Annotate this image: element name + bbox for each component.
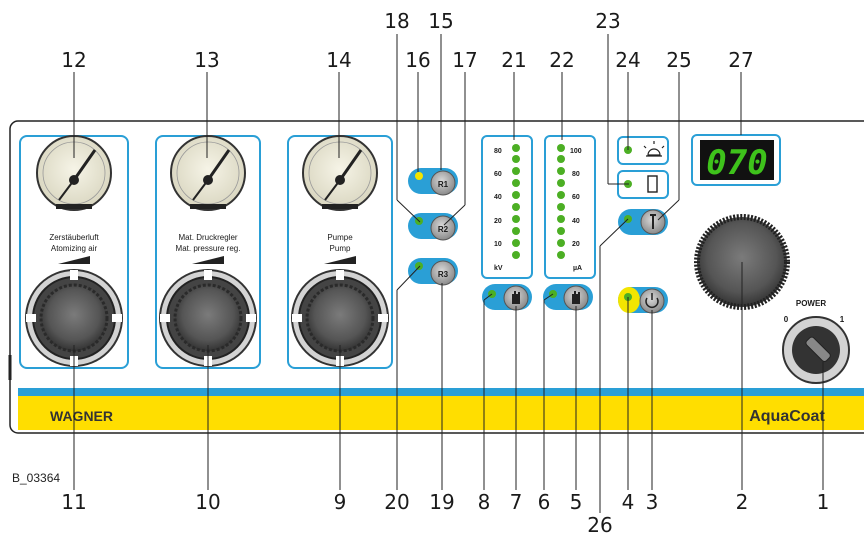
svg-text:25: 25 bbox=[666, 48, 691, 72]
svg-text:POWER: POWER bbox=[796, 299, 826, 308]
door-icon bbox=[647, 175, 658, 193]
svg-text:22: 22 bbox=[549, 48, 574, 72]
gauge-label-de: Mat. Druckregler bbox=[178, 233, 237, 242]
ua-leds bbox=[557, 144, 565, 259]
power-switch[interactable]: POWER 0 1 bbox=[782, 299, 850, 384]
ramp-icon bbox=[324, 256, 356, 264]
svg-text:18: 18 bbox=[384, 9, 409, 33]
pressure-gauge bbox=[302, 135, 378, 211]
gauge-label-en: Mat. pressure reg. bbox=[176, 244, 241, 253]
gauge-panel-pump: Pumpe Pump bbox=[287, 135, 393, 369]
svg-text:80: 80 bbox=[494, 148, 502, 155]
gauge-panel-material-pressure: Mat. Druckregler Mat. pressure reg. bbox=[155, 135, 261, 369]
svg-text:13: 13 bbox=[194, 48, 219, 72]
gauge-panel-atomizing-air: Zerstäuberluft Atomizing air bbox=[19, 135, 129, 369]
svg-text:16: 16 bbox=[405, 48, 430, 72]
svg-text:10: 10 bbox=[494, 241, 502, 248]
regulator-knob[interactable] bbox=[291, 269, 389, 367]
svg-text:µA: µA bbox=[573, 265, 582, 272]
recipe-button-r2[interactable]: R2 bbox=[408, 213, 458, 241]
svg-text:4: 4 bbox=[622, 490, 635, 514]
svg-text:80: 80 bbox=[572, 171, 580, 178]
hand-button-ua[interactable] bbox=[543, 284, 593, 311]
recipe-button-r3[interactable]: R3 bbox=[408, 258, 458, 286]
display-value: 070 bbox=[706, 143, 767, 183]
digital-display: 070 bbox=[691, 134, 781, 186]
svg-text:14: 14 bbox=[326, 48, 351, 72]
figure-id: B_03364 bbox=[12, 471, 60, 485]
ramp-icon bbox=[58, 256, 90, 264]
svg-text:5: 5 bbox=[570, 490, 583, 514]
gauge-label-en: Pump bbox=[330, 244, 351, 253]
svg-text:12: 12 bbox=[61, 48, 86, 72]
callout-numbers: 12 13 14 18 15 16 17 21 22 23 24 25 27 1… bbox=[61, 9, 829, 536]
power-icon bbox=[645, 293, 659, 308]
product-name: AquaCoat bbox=[749, 408, 825, 425]
pressure-gauge bbox=[170, 135, 246, 211]
svg-text:20: 20 bbox=[572, 241, 580, 248]
svg-text:26: 26 bbox=[587, 513, 612, 536]
gauge-label-en: Atomizing air bbox=[51, 244, 98, 253]
svg-text:20: 20 bbox=[384, 490, 409, 514]
svg-text:23: 23 bbox=[595, 9, 620, 33]
service-button[interactable] bbox=[618, 209, 668, 235]
svg-text:7: 7 bbox=[510, 490, 523, 514]
svg-text:1: 1 bbox=[817, 490, 830, 514]
svg-text:11: 11 bbox=[61, 490, 86, 514]
yellow-strip bbox=[18, 396, 864, 430]
alarm-indicator bbox=[617, 136, 669, 165]
svg-text:17: 17 bbox=[452, 48, 477, 72]
ramp-icon bbox=[192, 256, 224, 264]
svg-text:24: 24 bbox=[615, 48, 640, 72]
leader-lines bbox=[73, 34, 824, 513]
blue-stripe bbox=[18, 388, 864, 396]
svg-text:60: 60 bbox=[572, 194, 580, 201]
wrench-icon bbox=[650, 214, 656, 229]
recipe-button-r1[interactable]: R1 bbox=[408, 168, 458, 196]
alarm-light-icon bbox=[643, 141, 665, 157]
svg-text:40: 40 bbox=[494, 194, 502, 201]
svg-text:6: 6 bbox=[538, 490, 551, 514]
high-voltage-on-button[interactable] bbox=[618, 287, 668, 314]
svg-text:2: 2 bbox=[736, 490, 749, 514]
svg-text:10: 10 bbox=[195, 490, 220, 514]
svg-text:R2: R2 bbox=[438, 225, 449, 234]
gauge-label-de: Zerstäuberluft bbox=[49, 233, 99, 242]
svg-text:27: 27 bbox=[728, 48, 753, 72]
svg-text:15: 15 bbox=[428, 9, 453, 33]
ua-bargraph: 100 80 60 40 20 µA bbox=[544, 135, 596, 279]
svg-text:21: 21 bbox=[501, 48, 526, 72]
svg-text:R3: R3 bbox=[438, 270, 449, 279]
kv-bargraph: 80 60 40 20 10 kV bbox=[481, 135, 533, 279]
svg-text:8: 8 bbox=[478, 490, 491, 514]
svg-text:0: 0 bbox=[784, 315, 789, 324]
svg-text:R1: R1 bbox=[438, 180, 449, 189]
gauge-label-de: Pumpe bbox=[327, 233, 353, 242]
svg-text:3: 3 bbox=[646, 490, 659, 514]
svg-text:20: 20 bbox=[494, 218, 502, 225]
svg-text:19: 19 bbox=[429, 490, 454, 514]
brand-logo: WAGNER bbox=[50, 408, 113, 424]
svg-text:1: 1 bbox=[840, 315, 845, 324]
hand-icon bbox=[572, 291, 580, 304]
svg-text:60: 60 bbox=[494, 171, 502, 178]
kv-leds bbox=[512, 144, 520, 259]
hand-icon bbox=[512, 291, 520, 304]
svg-text:100: 100 bbox=[570, 148, 582, 155]
hand-button-kv[interactable] bbox=[482, 284, 532, 311]
svg-text:kV: kV bbox=[494, 265, 503, 272]
svg-text:9: 9 bbox=[334, 490, 347, 514]
svg-text:40: 40 bbox=[572, 218, 580, 225]
